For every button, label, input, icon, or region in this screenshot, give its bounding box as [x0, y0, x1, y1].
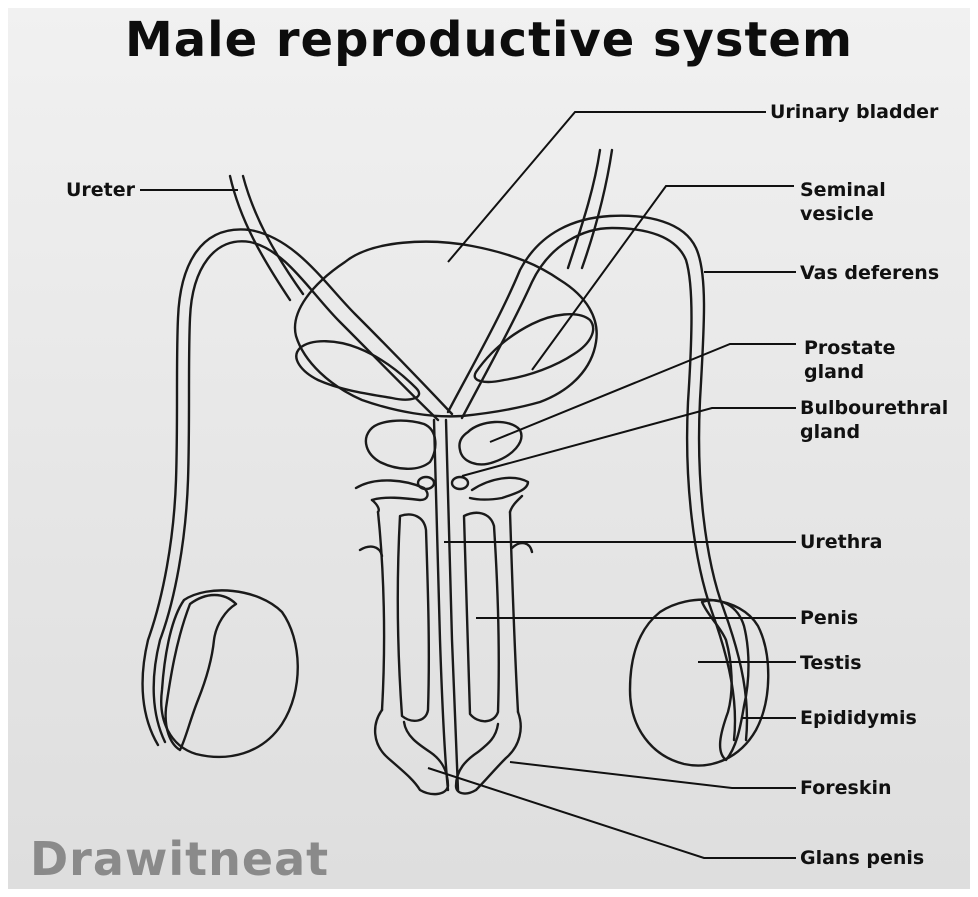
- corpus-left: [398, 515, 429, 721]
- leader-seminal-vesicle: [532, 186, 794, 370]
- leader-foreskin: [510, 762, 796, 788]
- glans-penis-shape: [375, 710, 448, 794]
- label-testis: Testis: [800, 651, 862, 675]
- label-ureter: Ureter: [66, 178, 135, 202]
- urethra-left: [434, 420, 448, 790]
- label-foreskin: Foreskin: [800, 776, 892, 800]
- penis-outline-right: [510, 496, 522, 512]
- label-prostate-gland: Prostate gland: [804, 336, 896, 384]
- foreskin-hook-right: [512, 543, 532, 552]
- label-penis: Penis: [800, 606, 858, 630]
- leader-bulbourethral-gland: [462, 408, 796, 476]
- seminal-vesicle-left: [296, 341, 419, 399]
- penis-base-right: [470, 478, 528, 500]
- foreskin-hook-left: [360, 547, 382, 556]
- testis-left: [161, 590, 298, 757]
- label-epididymis: Epididymis: [800, 706, 917, 730]
- penis-base-left: [356, 480, 427, 500]
- seminal-vesicle-right: [475, 314, 593, 382]
- label-vas-deferens: Vas deferens: [800, 261, 939, 285]
- label-urethra: Urethra: [800, 530, 883, 554]
- penis-outline-left: [372, 500, 379, 512]
- prostate-right: [459, 422, 521, 464]
- urethra-right: [446, 420, 458, 790]
- label-urinary-bladder: Urinary bladder: [770, 100, 938, 124]
- urinary-bladder-shape: [295, 242, 597, 417]
- page-title: Male reproductive system: [0, 12, 978, 68]
- label-bulbourethral-gland: Bulbourethral gland: [800, 396, 948, 444]
- bulbourethral-right: [452, 477, 468, 489]
- prostate-left: [366, 421, 435, 469]
- ureter-left-outer: [230, 176, 290, 300]
- penis-shaft-left-outer: [378, 512, 384, 710]
- watermark: Drawitneat: [30, 832, 329, 886]
- label-seminal-vesicle: Seminal vesicle: [800, 178, 886, 226]
- ureter-right-outer: [568, 150, 600, 268]
- epididymis-right: [702, 600, 749, 760]
- label-glans-penis: Glans penis: [800, 846, 924, 870]
